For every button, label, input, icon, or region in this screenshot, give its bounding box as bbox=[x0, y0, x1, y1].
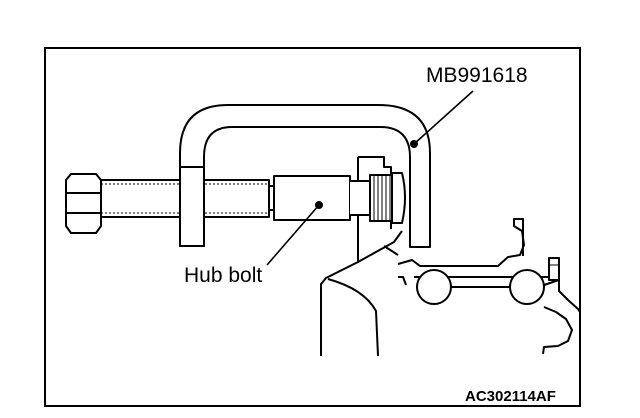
technical-drawing bbox=[65, 90, 579, 357]
tool-label: MB991618 bbox=[426, 64, 528, 87]
reference-code: AC302114AF bbox=[465, 388, 556, 405]
puller-frame-leg bbox=[179, 166, 205, 247]
wheel-bearing-section bbox=[397, 218, 579, 355]
leader-dots bbox=[315, 140, 418, 209]
hub-housing bbox=[320, 156, 403, 357]
leader-lines bbox=[266, 90, 474, 266]
hub-bolt-label: Hub bolt bbox=[184, 264, 263, 287]
bolt-hex-head bbox=[65, 173, 102, 234]
tool-leader-line bbox=[413, 90, 474, 145]
puller-frame bbox=[179, 104, 431, 248]
bolt-leader-line bbox=[266, 204, 320, 266]
figure-frame: MB991618 Hub bolt AC302114AF bbox=[44, 47, 581, 407]
hub-bolt bbox=[268, 172, 406, 224]
